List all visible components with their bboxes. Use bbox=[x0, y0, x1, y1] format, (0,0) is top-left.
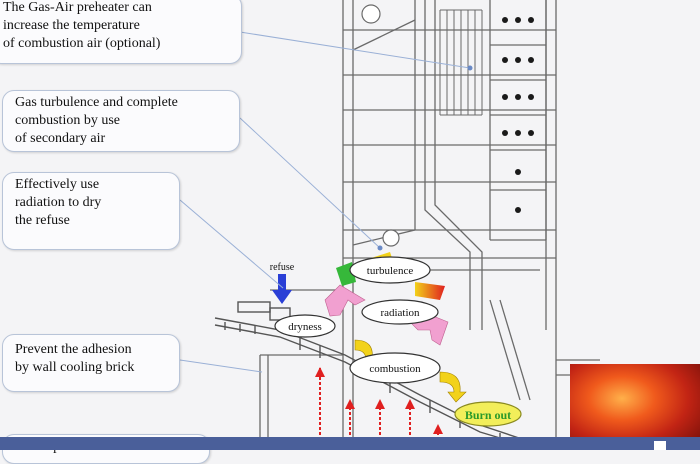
logo-icon bbox=[654, 441, 666, 450]
zone-labels: turbulence radiation dryness combustion … bbox=[270, 262, 511, 422]
callout-radiation-drying: Effectively use radiation to dry the ref… bbox=[2, 172, 180, 250]
nozzle-dots bbox=[502, 17, 534, 213]
burnout-label: Burn out bbox=[465, 408, 511, 422]
gradient-arrow bbox=[415, 282, 445, 300]
refuse-arrow-head bbox=[272, 290, 292, 304]
flame-photo bbox=[570, 364, 700, 450]
burnout-zone bbox=[454, 401, 522, 427]
leader-lines bbox=[179, 31, 471, 373]
radiation-zone bbox=[361, 299, 439, 325]
dryness-zone bbox=[274, 314, 336, 338]
tube-banks bbox=[439, 9, 483, 116]
bottom-banner bbox=[0, 437, 700, 450]
radiation-label: radiation bbox=[380, 307, 420, 319]
callout-wall-cooling: Prevent the adhesion by wall cooling bri… bbox=[2, 334, 180, 392]
drum-circles bbox=[361, 4, 400, 247]
refuse-label: refuse bbox=[270, 262, 295, 273]
leader-dots bbox=[377, 65, 473, 251]
refuse-arrow-shaft bbox=[278, 274, 286, 292]
callout-gas-air-preheater: The Gas-Air preheater can increase the t… bbox=[0, 0, 242, 64]
combustion-zone bbox=[349, 352, 441, 384]
zone-ellipses bbox=[274, 256, 522, 427]
combustion-label: combustion bbox=[369, 363, 421, 375]
incinerator-diagram: turbulence radiation dryness combustion … bbox=[179, 0, 600, 451]
turbulence-zone bbox=[349, 256, 431, 284]
callout-secondary-air: Gas turbulence and complete combustion b… bbox=[2, 90, 240, 152]
yellow-arrow-2 bbox=[439, 371, 467, 403]
dryness-label: dryness bbox=[288, 321, 322, 333]
pink-arrow-left bbox=[324, 284, 366, 317]
boiler-structure bbox=[259, 0, 600, 450]
turbulence-label: turbulence bbox=[367, 265, 414, 277]
